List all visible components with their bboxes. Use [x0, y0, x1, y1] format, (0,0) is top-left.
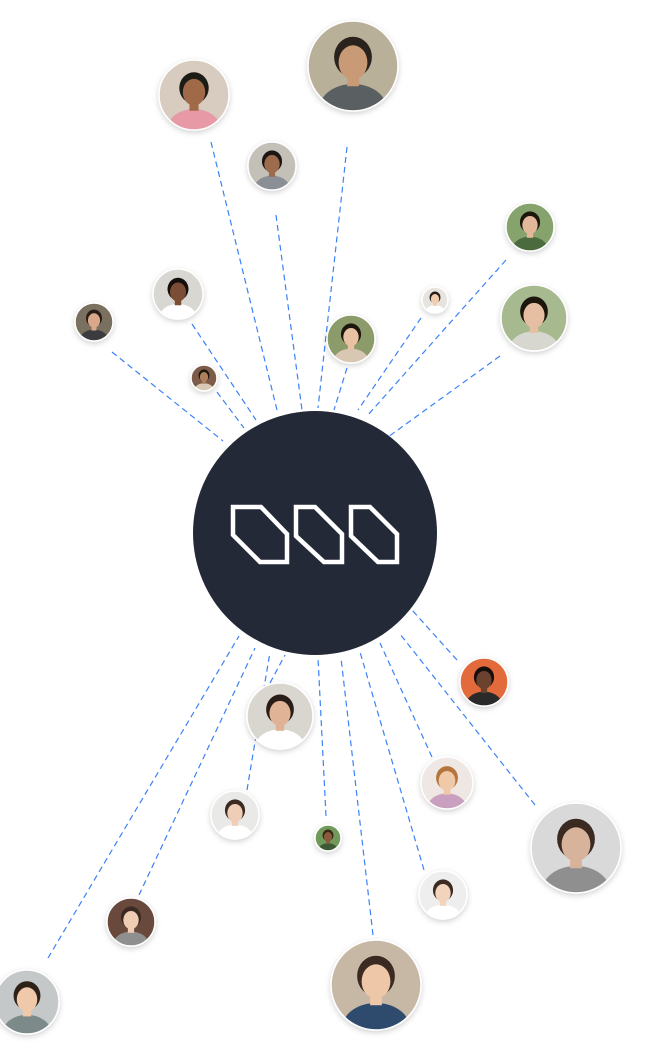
- connector-line-a18: [138, 647, 256, 896]
- central-hub: [193, 411, 437, 655]
- connector-line-a08: [357, 317, 422, 411]
- connector-lines: [47, 141, 536, 959]
- connector-line-a15: [317, 657, 327, 817]
- avatar-a15: [314, 824, 342, 852]
- avatar-a05: [500, 284, 568, 352]
- avatar-a16: [530, 802, 622, 894]
- avatar-a13: [420, 756, 474, 810]
- avatar-a06: [152, 268, 204, 320]
- connector-line-a04: [366, 259, 507, 417]
- three-hex-links-logo-icon: [230, 504, 400, 565]
- connector-line-a10: [333, 367, 348, 411]
- connector-line-a16: [399, 633, 536, 806]
- hub-circle: [193, 411, 437, 655]
- avatar-a18: [106, 897, 156, 947]
- connector-line-a07: [111, 351, 224, 442]
- connector-line-a02: [317, 146, 348, 409]
- connector-line-a11: [411, 609, 458, 661]
- avatar-a12: [246, 682, 314, 750]
- connector-line-a09: [216, 391, 245, 429]
- connector-line-a20: [47, 635, 240, 959]
- connector-line-a01: [210, 141, 278, 411]
- connector-line-a13: [379, 642, 433, 758]
- connector-line-a14: [246, 651, 271, 791]
- avatar-a14: [210, 790, 260, 840]
- avatar-a17: [418, 870, 468, 920]
- avatar-a19: [330, 939, 422, 1031]
- avatar-a03: [247, 141, 297, 191]
- avatar-a20: [0, 969, 60, 1035]
- connector-line-a17: [359, 651, 425, 871]
- avatar-a08: [421, 286, 449, 314]
- avatar-a11: [459, 657, 509, 707]
- connector-line-a19: [340, 657, 374, 936]
- connector-line-a05: [387, 355, 501, 438]
- avatar-a10: [326, 314, 376, 364]
- avatar-nodes: [0, 20, 622, 1035]
- avatar-a02: [307, 20, 399, 112]
- avatar-a04: [505, 202, 555, 252]
- avatar-a01: [158, 59, 230, 131]
- avatar-a09: [190, 364, 218, 392]
- connector-line-a03: [275, 214, 303, 411]
- connector-line-a12: [269, 654, 286, 684]
- avatar-a07: [74, 302, 114, 342]
